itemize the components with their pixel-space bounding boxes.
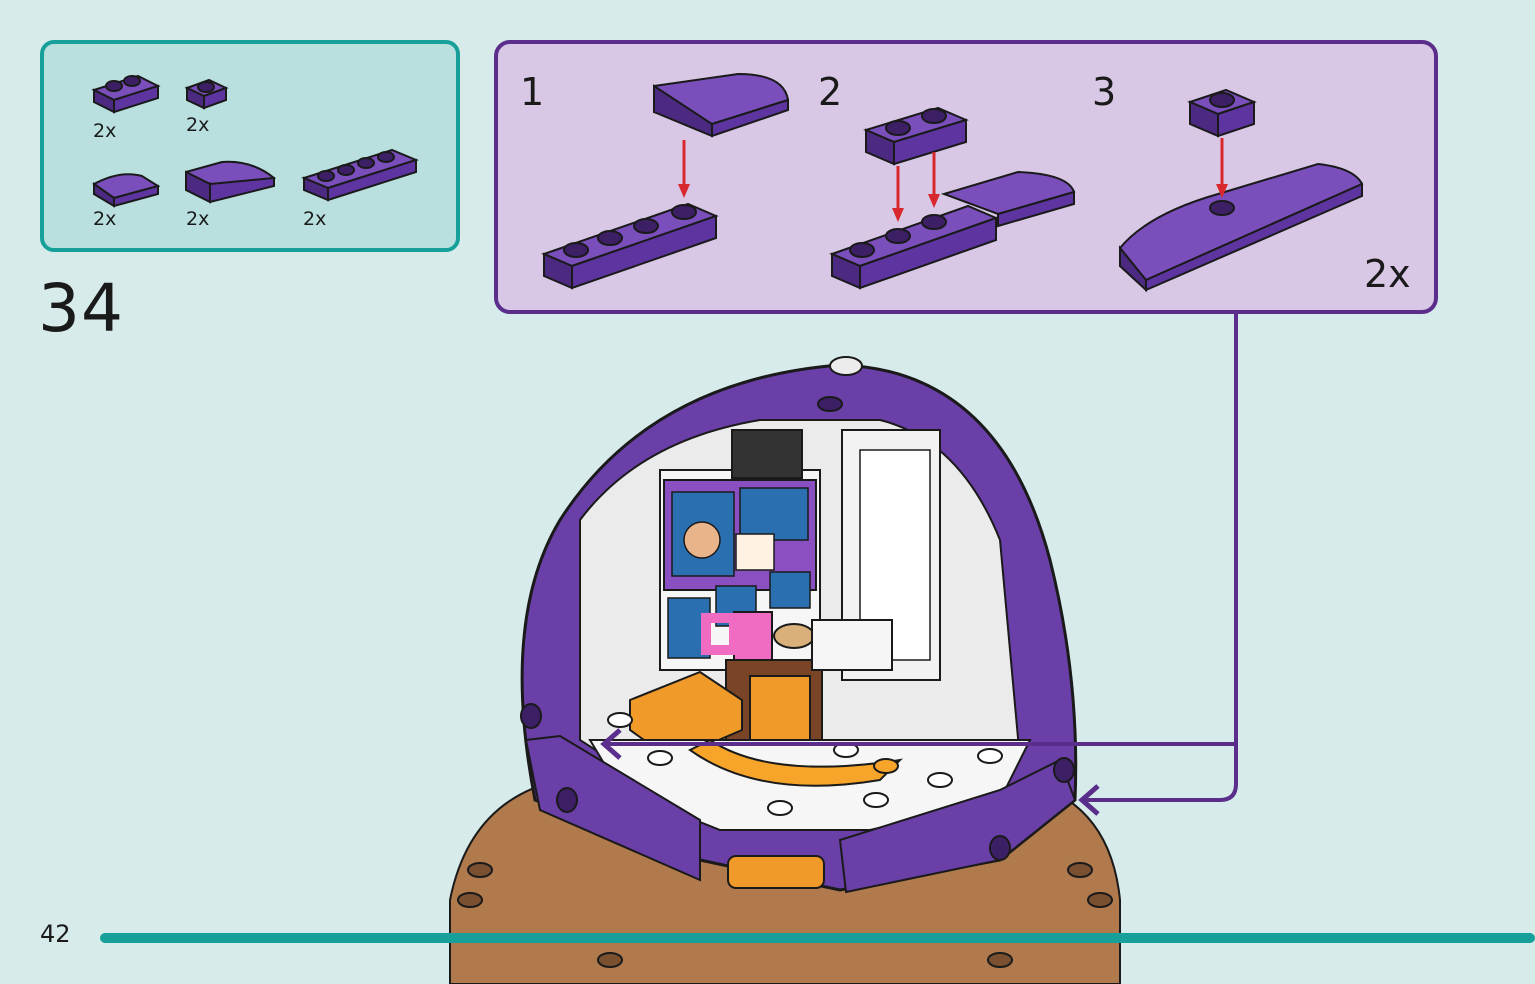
substep-2-image <box>829 106 1076 290</box>
part-qty-5: 2x <box>303 208 327 230</box>
plate-1x1-purple-icon <box>184 74 230 114</box>
part-qty-3: 2x <box>93 208 117 230</box>
plate-1x4-purple-icon <box>300 144 420 204</box>
substep-number-1: 1 <box>520 70 545 114</box>
substeps-illustration <box>541 72 1364 293</box>
step-number: 34 <box>38 270 124 347</box>
substep-number-3: 3 <box>1092 70 1117 114</box>
page-number: 42 <box>40 920 71 948</box>
substep-3-image <box>1118 88 1364 293</box>
part-qty-1: 2x <box>93 120 117 142</box>
curved-slope-1x2-purple-icon <box>90 168 162 208</box>
curved-slope-2x2-purple-icon <box>182 156 278 208</box>
substep-1-image <box>541 72 790 290</box>
part-qty-4: 2x <box>186 208 210 230</box>
main-model-illustration <box>449 356 1121 984</box>
parts-list-box: 2x 2x 2x 2x <box>40 40 460 252</box>
submodel-box: 1 2 3 2x <box>494 40 1438 314</box>
footer-bar <box>100 933 1535 943</box>
substep-number-2: 2 <box>818 70 843 114</box>
plate-1x2-purple-icon <box>90 70 162 118</box>
submodel-multiplier: 2x <box>1364 252 1411 296</box>
part-qty-2: 2x <box>186 114 210 136</box>
